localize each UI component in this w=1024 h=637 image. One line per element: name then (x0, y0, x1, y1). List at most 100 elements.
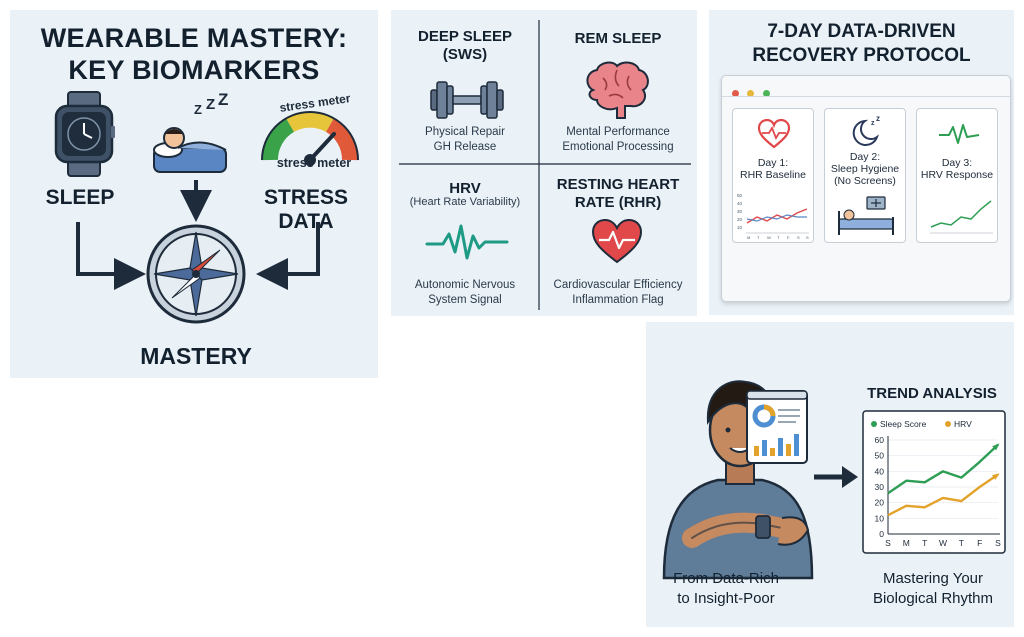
minimize-dot-icon[interactable] (747, 90, 755, 97)
day3-line2: HRV Response (920, 169, 994, 181)
series-line-0 (887, 443, 999, 495)
mini-y-tick-2: 40 (737, 201, 743, 206)
y-tick-1: 10 (875, 513, 885, 523)
protocol-card-day3[interactable]: Day 3: HRV Response (916, 108, 998, 243)
biomarkers-panel: WEARABLE MASTERY: KEY BIOMARKERS SLEEP Z… (10, 10, 378, 378)
caption-right-line1: Mastering Your (882, 570, 984, 587)
sleep-label: SLEEP (45, 186, 115, 209)
y-tick-5: 50 (875, 451, 885, 461)
day3-line1: Day 3: (941, 157, 973, 169)
svg-text:Z: Z (194, 102, 202, 117)
stress-gauge-icon (261, 111, 359, 166)
moon-icon: z z (852, 114, 880, 146)
protocol-card-day1[interactable]: Day 1: RHR Baseline 50 40 30 20 10 M T W (732, 108, 814, 243)
mini-y-tick-3: 30 (737, 209, 743, 214)
deep-sleep-title-line1: DEEP SLEEP (418, 28, 512, 45)
protocol-title-line2: RECOVERY PROTOCOL (752, 45, 971, 66)
hrv-title: HRV (449, 180, 481, 197)
close-dot-icon[interactable] (732, 90, 739, 97)
day1-mini-chart: 50 40 30 20 10 M T W T F S S (737, 193, 809, 240)
gauge-label-bottom: stress meter (276, 156, 352, 170)
bed-icon (838, 196, 894, 235)
deep-sleep-title-line2: (SWS) (442, 46, 488, 63)
stress-data-label: STRESS DATA (263, 186, 349, 233)
arrows (76, 180, 320, 290)
rhr-desc-line2: Inflammation Flag (572, 294, 664, 306)
protocol-title-line1: 7-DAY DATA-DRIVEN (767, 21, 956, 42)
deep-sleep-title: DEEP SLEEP (SWS) (391, 28, 539, 64)
caption-left-line1: From Data-Rich (673, 570, 779, 587)
protocol-card-day2[interactable]: z z Day 2: Sleep Hygiene (No Screens) (824, 108, 906, 243)
svg-text:Z: Z (218, 90, 228, 109)
mini-x-tick-3: W (767, 235, 771, 240)
x-tick-6: S (995, 538, 1001, 548)
rhr-desc: Cardiovascular Efficiency Inflammation F… (539, 278, 697, 308)
legend-label-0: Sleep Score (880, 419, 927, 429)
deep-sleep-desc-line2: GH Release (433, 141, 497, 153)
day3-label: Day 3: HRV Response (917, 157, 997, 181)
heart-pulse-icon (757, 118, 791, 149)
x-tick-3: W (939, 538, 947, 548)
day1-label: Day 1: RHR Baseline (733, 157, 813, 181)
deep-sleep-desc: Physical Repair GH Release (391, 125, 539, 155)
rhr-title: RESTING HEART RATE (RHR) (539, 176, 697, 212)
pulse-icon (425, 224, 509, 260)
metrics-panel: DEEP SLEEP (SWS) Physical Repair GH Rele… (391, 10, 697, 316)
deep-sleep-desc-line1: Physical Repair (425, 126, 505, 138)
pulse-green-icon (939, 124, 980, 144)
rem-sleep-title: REM SLEEP (574, 30, 662, 47)
series-line-1 (887, 473, 999, 517)
x-tick-5: F (977, 538, 982, 548)
biomarkers-title-line2: KEY BIOMARKERS (68, 55, 320, 85)
svg-text:z: z (876, 114, 880, 123)
series-arrowhead-1 (992, 473, 1000, 480)
hrv-subtitle: (Heart Rate Variability) (409, 196, 521, 208)
day2-line2: Sleep Hygiene (830, 163, 900, 175)
day2-label: Day 2: Sleep Hygiene (No Screens) (825, 151, 905, 187)
mini-y-tick-1: 50 (737, 193, 743, 198)
x-tick-4: T (959, 538, 964, 548)
mini-x-tick-7: S (806, 235, 809, 240)
y-tick-2: 20 (875, 498, 885, 508)
mini-x-tick-2: T (757, 235, 760, 240)
biomarkers-title-line1: WEARABLE MASTERY: (40, 23, 348, 53)
window-controls (732, 84, 770, 102)
sleeping-person-icon: Z Z Z (153, 90, 228, 173)
mini-x-tick-1: M (747, 235, 750, 240)
protocol-title: 7-DAY DATA-DRIVEN RECOVERY PROTOCOL (709, 20, 1014, 68)
rhr-desc-line1: Cardiovascular Efficiency (553, 279, 683, 291)
legend-swatch-1 (945, 421, 951, 427)
maximize-dot-icon[interactable] (762, 90, 770, 97)
watch-icon (54, 91, 115, 177)
svg-text:z: z (871, 120, 875, 127)
browser-window: Day 1: RHR Baseline 50 40 30 20 10 M T W (721, 75, 1011, 302)
day1-line2: RHR Baseline (740, 169, 806, 181)
series-arrowhead-0 (992, 443, 1000, 451)
heart-icon (591, 218, 643, 264)
y-tick-6: 60 (875, 435, 885, 445)
day2-line3: (No Screens) (834, 175, 896, 187)
protocol-panel: 7-DAY DATA-DRIVEN RECOVERY PROTOCOL Day … (709, 10, 1014, 315)
y-tick-4: 40 (875, 466, 885, 476)
rem-sleep-desc-line1: Mental Performance (566, 126, 670, 138)
y-tick-0: 0 (879, 529, 884, 539)
mini-y-tick-4: 20 (737, 217, 743, 222)
floating-dashboard-icon (746, 390, 808, 464)
legend-swatch-0 (871, 421, 877, 427)
day1-line1: Day 1: (757, 157, 789, 169)
trend-title: TREND ANALYSIS (867, 385, 997, 402)
rem-sleep-desc: Mental Performance Emotional Processing (539, 125, 697, 155)
hrv-desc-line1: Autonomic Nervous (414, 279, 516, 291)
hrv-desc: Autonomic Nervous System Signal (391, 278, 539, 308)
x-tick-1: M (903, 538, 910, 548)
hrv-desc-line2: System Signal (428, 294, 502, 306)
biomarkers-title: WEARABLE MASTERY: KEY BIOMARKERS (10, 22, 378, 86)
day3-mini-chart (930, 200, 993, 234)
mini-x-tick-5: F (787, 235, 790, 240)
mini-x-tick-4: T (777, 235, 780, 240)
brain-icon (586, 61, 649, 119)
svg-text:Z: Z (206, 96, 215, 113)
caption-right-line2: Biological Rhythm (872, 590, 994, 607)
rhr-title-line1: RESTING HEART (556, 176, 680, 193)
